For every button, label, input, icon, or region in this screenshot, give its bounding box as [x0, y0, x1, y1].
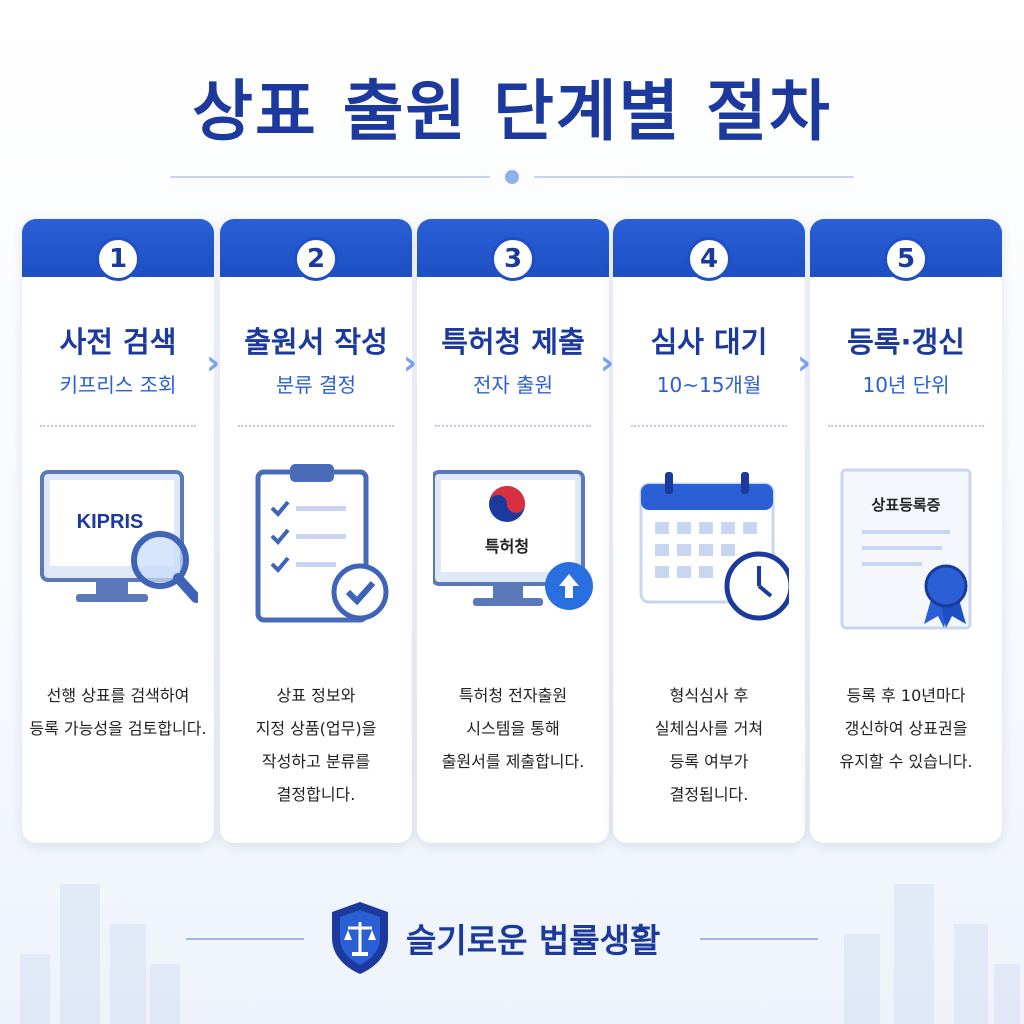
- monitor-upload-icon: 특허청: [433, 470, 593, 610]
- page-title: 상표 출원 단계별 절차: [192, 73, 832, 150]
- monitor-search-icon: KIPRIS: [40, 470, 198, 603]
- kipris-logo-text: KIPRIS: [77, 511, 144, 533]
- chevron-right-icon: ›: [600, 343, 615, 383]
- kipo-logo-text: 특허청: [485, 537, 529, 556]
- step-number: 2: [294, 237, 338, 281]
- step-title: 사전 검색: [59, 325, 177, 359]
- step-subtitle: 전자 출원: [473, 373, 553, 397]
- step-title: 출원서 작성: [244, 325, 388, 359]
- certificate-icon: 상표등록증: [840, 468, 972, 630]
- step-title: 특허청 제출: [441, 325, 585, 359]
- step-number: 1: [96, 237, 140, 281]
- clipboard-check-icon: [255, 464, 389, 623]
- step-number: 4: [687, 237, 731, 281]
- city-skyline-right-decoration: [844, 884, 1020, 1024]
- title-divider: [170, 170, 854, 184]
- shield-scales-icon: [332, 902, 388, 974]
- step-title: 등록·갱신: [847, 325, 965, 359]
- city-skyline-left-decoration: [20, 884, 180, 1024]
- step-number: 5: [884, 237, 928, 281]
- step-number: 3: [491, 237, 535, 281]
- step-subtitle: 키프리스 조회: [59, 373, 177, 397]
- chevron-right-icon: ›: [797, 343, 812, 383]
- brand-name: 슬기로운 법률생활: [406, 921, 661, 960]
- chevron-right-icon: ›: [206, 343, 221, 383]
- step-subtitle: 10~15개월: [656, 373, 762, 397]
- footer-line-right: [700, 938, 818, 940]
- certificate-title: 상표등록증: [871, 496, 940, 514]
- step-title: 심사 대기: [650, 325, 768, 359]
- chevron-right-icon: ›: [403, 343, 418, 383]
- step-subtitle: 10년 단위: [862, 373, 950, 397]
- calendar-clock-icon: [639, 472, 789, 621]
- footer-line-left: [186, 938, 304, 940]
- step-subtitle: 분류 결정: [276, 373, 356, 397]
